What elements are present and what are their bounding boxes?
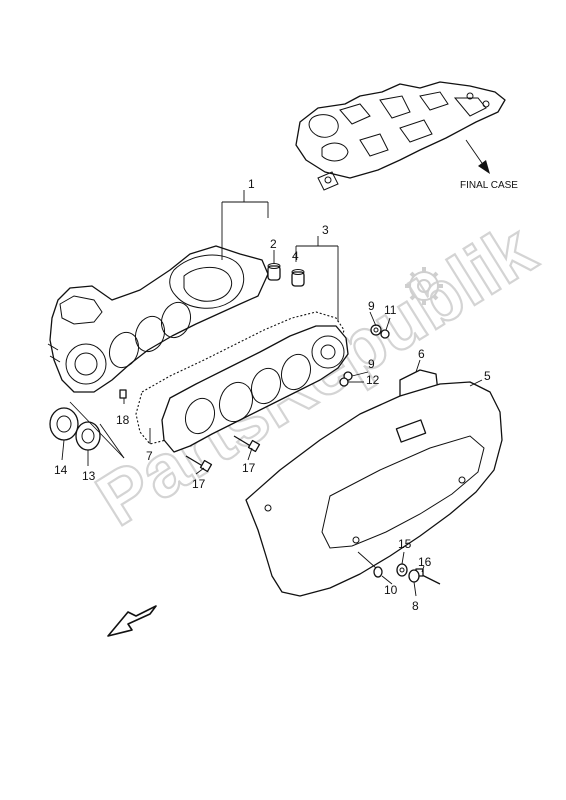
callout-9-upper: 9 bbox=[368, 299, 375, 313]
gear-icon bbox=[405, 267, 443, 305]
front-direction-arrow-icon bbox=[107, 605, 157, 637]
spacer-15 bbox=[396, 563, 408, 577]
washer-8 bbox=[408, 569, 420, 583]
oil-seal-14 bbox=[49, 407, 79, 441]
callout-8: 8 bbox=[412, 599, 419, 613]
bolt-17-right bbox=[233, 435, 261, 453]
final-case-label: FINAL CASE bbox=[460, 180, 518, 191]
oil-seal-13 bbox=[75, 421, 101, 451]
callout-10: 10 bbox=[384, 583, 398, 597]
crankcase-cover-right bbox=[161, 325, 349, 453]
seal-9-upper bbox=[370, 324, 382, 336]
final-case-pointer-arrow bbox=[465, 139, 490, 174]
callouts: 1 2 3 4 5 6 7 8 9 9 10 11 12 13 14 15 16… bbox=[54, 177, 491, 613]
seal-11 bbox=[380, 329, 390, 339]
callout-12: 12 bbox=[366, 373, 380, 387]
callout-1: 1 bbox=[248, 177, 255, 191]
callout-2: 2 bbox=[270, 237, 277, 251]
crankcase-cover-left bbox=[47, 245, 269, 393]
leader-lines bbox=[61, 190, 483, 597]
transmission-cover bbox=[245, 381, 503, 597]
bolt-12 bbox=[339, 377, 349, 387]
callout-7: 7 bbox=[146, 449, 153, 463]
callout-15: 15 bbox=[398, 537, 412, 551]
callout-18: 18 bbox=[116, 413, 130, 427]
callout-17-left: 17 bbox=[192, 477, 206, 491]
callout-16: 16 bbox=[418, 555, 432, 569]
callout-11: 11 bbox=[384, 303, 397, 317]
callout-6: 6 bbox=[418, 347, 425, 361]
dowel-pin-4 bbox=[291, 269, 305, 287]
callout-5: 5 bbox=[484, 369, 491, 383]
callout-14: 14 bbox=[54, 463, 68, 477]
final-case-assembly bbox=[295, 81, 506, 191]
callout-17-right: 17 bbox=[242, 461, 256, 475]
callout-13: 13 bbox=[82, 469, 96, 483]
callout-3: 3 bbox=[322, 223, 329, 237]
bolt-18 bbox=[119, 389, 127, 399]
dowel-pin-2 bbox=[267, 263, 281, 281]
callout-9-lower: 9 bbox=[368, 357, 375, 371]
callout-4: 4 bbox=[292, 249, 299, 263]
grommet-10 bbox=[373, 566, 383, 578]
